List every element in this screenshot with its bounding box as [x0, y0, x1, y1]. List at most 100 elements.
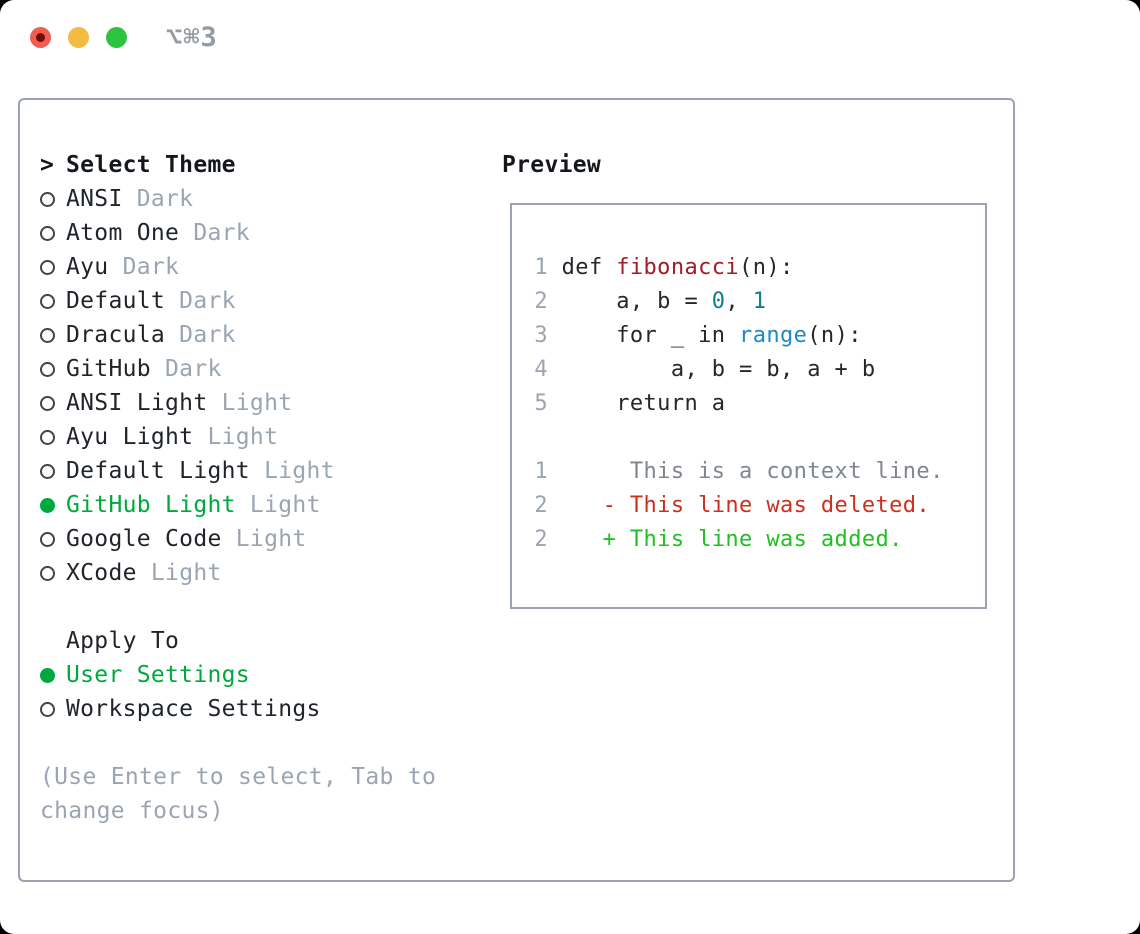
- theme-option-label: Default Light: [66, 458, 250, 484]
- line-number: 1: [534, 459, 548, 484]
- code-token-plain: for _ in: [561, 323, 740, 348]
- line-number: 2: [534, 493, 548, 518]
- theme-option-ansi[interactable]: ANSI Dark: [40, 182, 436, 216]
- preview-line: 2 + This line was added.: [534, 523, 985, 557]
- theme-variant-label: Dark: [108, 254, 180, 280]
- selected-radio-icon: [40, 497, 55, 513]
- code-token-deleted: - This line was deleted.: [561, 493, 931, 518]
- preview-line: 4 a, b = b, a + b: [534, 353, 985, 387]
- theme-option-dracula[interactable]: Dracula Dark: [40, 318, 436, 352]
- radio-icon: [40, 225, 55, 241]
- line-number: 2: [534, 527, 548, 552]
- theme-option-ansi-light[interactable]: ANSI Light Light: [40, 386, 436, 420]
- theme-option-google-code[interactable]: Google Code Light: [40, 522, 436, 556]
- minimize-button-icon[interactable]: [68, 27, 89, 48]
- theme-option-label: GitHub Light: [66, 492, 236, 518]
- line-number: 3: [534, 323, 548, 348]
- theme-variant-label: Dark: [165, 288, 236, 314]
- code-token-plain: def: [561, 255, 617, 280]
- radio-icon: [40, 395, 55, 411]
- theme-option-github[interactable]: GitHub Dark: [40, 352, 436, 386]
- code-token-plain: a, b = b, a + b: [561, 357, 876, 382]
- theme-option-default-light[interactable]: Default Light Light: [40, 454, 436, 488]
- apply-option-user-settings[interactable]: User Settings: [40, 658, 436, 692]
- theme-option-label: Ayu: [66, 254, 109, 280]
- theme-variant-label: Light: [207, 390, 293, 416]
- select-theme-title: Select Theme: [66, 152, 236, 178]
- preview-line: 1 This is a context line.: [534, 455, 985, 489]
- code-token-num: 1: [752, 289, 767, 314]
- preview-line: 2 a, b = 0, 1: [534, 285, 985, 319]
- radio-icon: [40, 565, 55, 581]
- theme-option-label: Google Code: [66, 526, 222, 552]
- theme-variant-label: Light: [136, 560, 222, 586]
- spacer-row: [40, 726, 436, 760]
- code-token-added: + This line was added.: [561, 527, 903, 552]
- preview-line: 5 return a: [534, 387, 985, 421]
- radio-icon: [40, 531, 55, 547]
- titlebar: ⌥⌘3: [0, 0, 1140, 75]
- code-token-plain: (n):: [807, 323, 862, 348]
- theme-variant-label: Dark: [150, 356, 222, 382]
- radio-icon: [40, 429, 55, 445]
- apply-option-label: Workspace Settings: [66, 696, 321, 722]
- theme-option-ayu[interactable]: Ayu Dark: [40, 250, 436, 284]
- preview-line: [534, 421, 985, 455]
- select-theme-header: > Select Theme: [40, 148, 436, 182]
- zoom-button-icon[interactable]: [106, 27, 127, 48]
- apply-to-header: Apply To: [40, 624, 436, 658]
- theme-variant-label: Dark: [179, 220, 250, 246]
- theme-option-label: Ayu Light: [66, 424, 194, 450]
- theme-option-label: XCode: [66, 560, 137, 586]
- code-token-context: This is a context line.: [561, 459, 944, 484]
- window-title: ⌥⌘3: [166, 22, 218, 53]
- radio-icon: [40, 293, 55, 309]
- spacer-row: [40, 590, 436, 624]
- theme-option-xcode[interactable]: XCode Light: [40, 556, 436, 590]
- preview-line: 2 - This line was deleted.: [534, 489, 985, 523]
- preview-line: 1 def fibonacci(n):: [534, 251, 985, 285]
- code-token-plain: a, b =: [561, 289, 712, 314]
- theme-option-label: Dracula: [66, 322, 166, 348]
- code-token-num: 0: [711, 289, 726, 314]
- selected-radio-icon: [40, 667, 55, 683]
- cursor-prompt-icon: >: [40, 152, 55, 178]
- theme-variant-label: Dark: [165, 322, 236, 348]
- theme-option-label: Default: [66, 288, 166, 314]
- help-hint-line-2: change focus): [40, 798, 224, 824]
- code-token-builtin: range: [739, 323, 808, 348]
- code-token-plain: ,: [725, 289, 753, 314]
- preview-title: Preview: [502, 152, 602, 178]
- theme-option-github-light[interactable]: GitHub Light Light: [40, 488, 436, 522]
- radio-icon: [40, 361, 55, 377]
- theme-option-atom-one[interactable]: Atom One Dark: [40, 216, 436, 250]
- preview-line: 3 for _ in range(n):: [534, 319, 985, 353]
- radio-icon: [40, 463, 55, 479]
- line-number: 4: [534, 357, 548, 382]
- theme-variant-label: Light: [221, 526, 307, 552]
- line-number: 2: [534, 289, 548, 314]
- apply-to-title: Apply To: [66, 628, 180, 654]
- apply-option-label: User Settings: [66, 662, 250, 688]
- radio-icon: [40, 259, 55, 275]
- apply-option-workspace-settings[interactable]: Workspace Settings: [40, 692, 436, 726]
- theme-option-label: Atom One: [66, 220, 180, 246]
- theme-option-label: ANSI: [66, 186, 123, 212]
- radio-icon: [40, 701, 55, 717]
- theme-option-default[interactable]: Default Dark: [40, 284, 436, 318]
- code-token-plain: (n):: [739, 255, 794, 280]
- theme-variant-label: Dark: [122, 186, 194, 212]
- theme-option-ayu-light[interactable]: Ayu Light Light: [40, 420, 436, 454]
- code-token-plain: return a: [561, 391, 726, 416]
- close-button-icon[interactable]: [30, 27, 51, 48]
- theme-variant-label: Light: [193, 424, 279, 450]
- radio-icon: [40, 327, 55, 343]
- theme-variant-label: Light: [249, 458, 335, 484]
- theme-variant-label: Light: [235, 492, 321, 518]
